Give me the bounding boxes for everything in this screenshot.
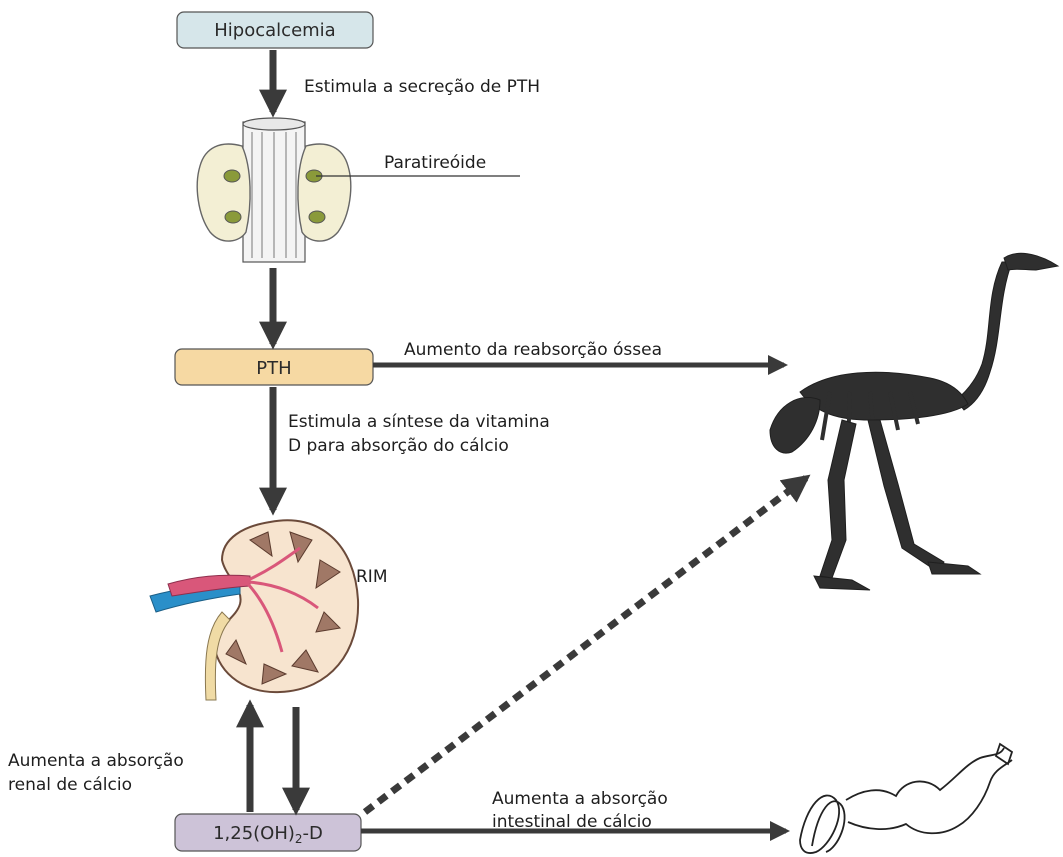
label-vitd-line1: Estimula a síntese da vitamina <box>288 412 550 432</box>
skeleton-illustration <box>770 253 1058 590</box>
calcitriol-label: 1,25(OH)2-D <box>213 823 323 846</box>
hypocalcemia-label: Hipocalcemia <box>214 20 335 41</box>
kidney-illustration <box>150 520 358 700</box>
label-stimulates-pth: Estimula a secreção de PTH <box>304 77 540 97</box>
label-bone-resorption: Aumento da reabsorção óssea <box>404 340 662 360</box>
label-renal-line2: renal de cálcio <box>8 775 132 795</box>
pth-label: PTH <box>256 358 291 379</box>
calcitriol-node: 1,25(OH)2-D <box>175 814 361 851</box>
label-kidney: RIM <box>356 567 388 587</box>
dashed-arrow-calcitriol-to-bone <box>365 478 806 812</box>
intestine-illustration <box>800 744 1012 853</box>
hypocalcemia-node: Hipocalcemia <box>177 12 373 48</box>
label-parathyroid: Paratireóide <box>384 153 486 173</box>
parathyroid-illustration <box>197 118 351 262</box>
label-renal-line1: Aumenta a absorção <box>8 751 184 771</box>
pth-node: PTH <box>175 349 373 385</box>
label-intestinal-line2: intestinal de cálcio <box>492 812 652 832</box>
label-vitd-line2: D para absorção do cálcio <box>288 436 509 456</box>
label-intestinal-line1: Aumenta a absorção <box>492 789 668 809</box>
